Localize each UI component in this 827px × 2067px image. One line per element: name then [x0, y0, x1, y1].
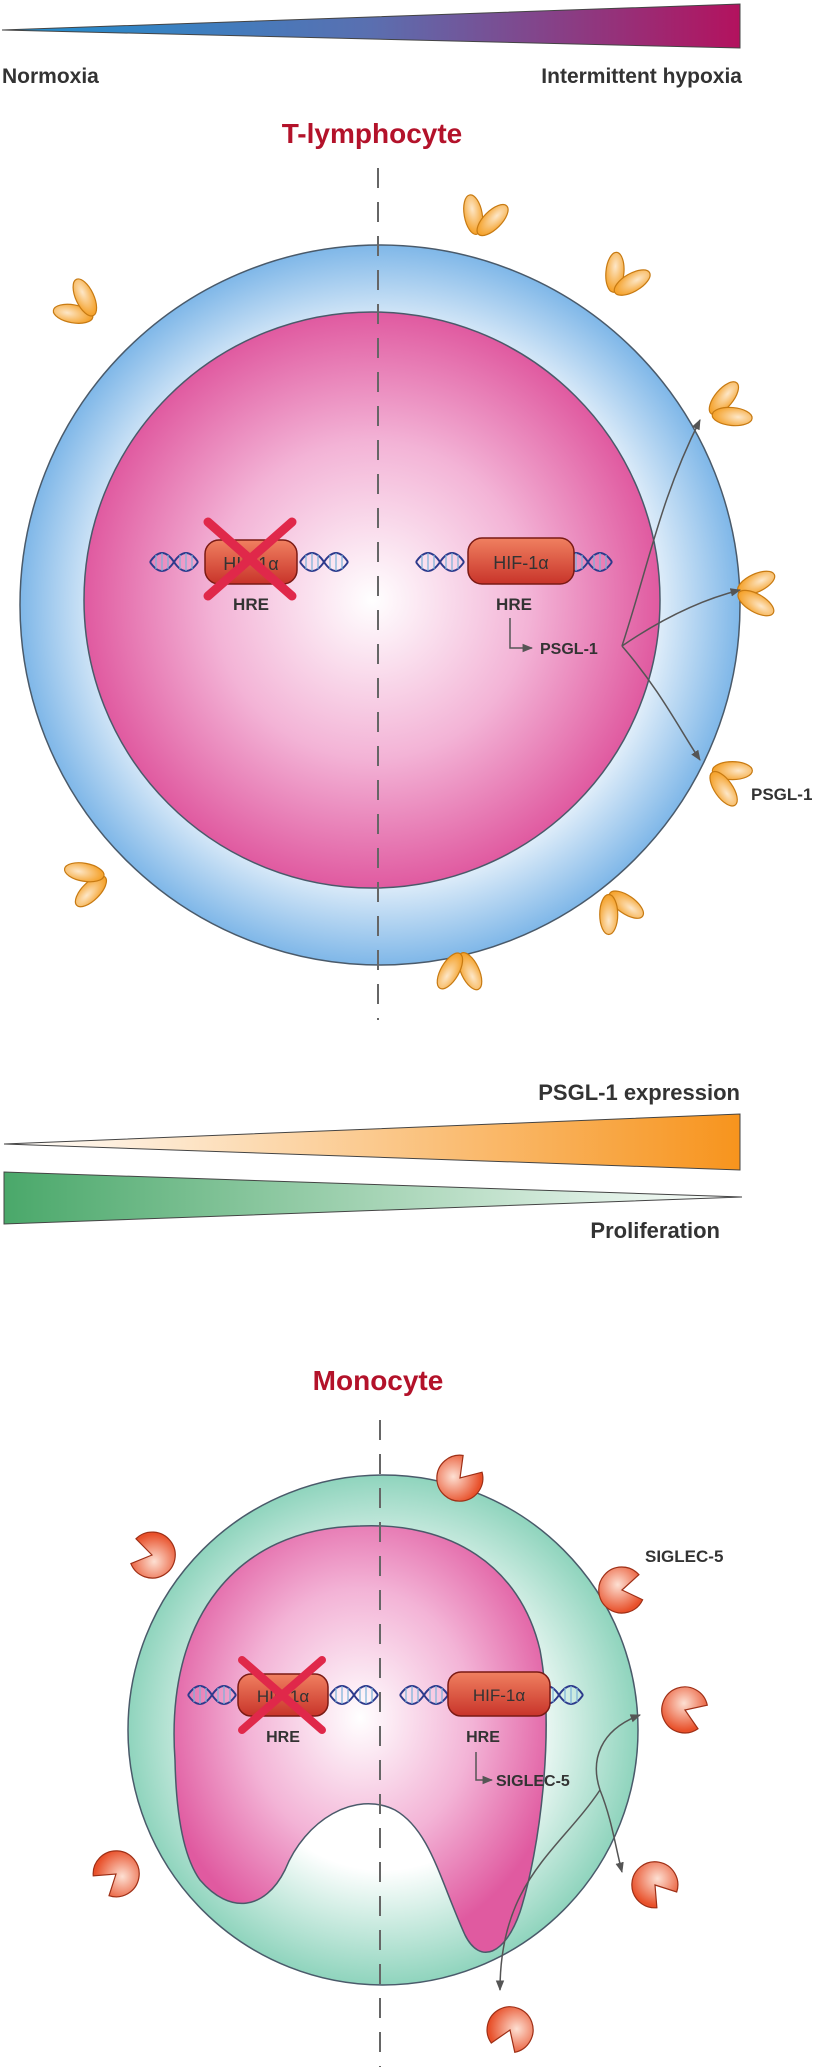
- psgl1-receptor-icon: [45, 268, 114, 340]
- siglec5-receptor-icon: [120, 1523, 185, 1588]
- red-cross-icon: [203, 517, 297, 601]
- hre-label-right: HRE: [466, 1729, 500, 1746]
- siglec5-receptor-icon: [651, 1676, 718, 1743]
- normoxia-label: Normoxia: [2, 65, 99, 88]
- psgl1-target-label: PSGL-1: [540, 641, 598, 658]
- siglec5-target-label: SIGLEC-5: [496, 1773, 570, 1790]
- t-lymphocyte-title: T-lymphocyte: [282, 118, 462, 149]
- psgl1-expression-label: PSGL-1 expression: [538, 1080, 740, 1105]
- hre-label-right: HRE: [496, 595, 532, 614]
- intermittent-hypoxia-label: Intermittent hypoxia: [541, 65, 742, 88]
- hre-label-left: HRE: [266, 1729, 300, 1746]
- export-arrow: [621, 645, 701, 761]
- siglec5-receptor-icon: [624, 1854, 685, 1915]
- siglec5-receptor-icon: [477, 1996, 544, 2063]
- export-arrow: [621, 419, 701, 647]
- hre-label-left: HRE: [233, 595, 269, 614]
- psgl1-receptor-icon: [590, 245, 660, 311]
- proliferation-label: Proliferation: [590, 1218, 720, 1243]
- siglec5-receptor-icon: [86, 1843, 147, 1904]
- monocyte-cell: SIGLEC-5 HIF-1α HRE HIF-1α HRE SIGLEC-5: [86, 1420, 723, 2067]
- export-arrow: [595, 1714, 641, 1791]
- transcription-arrow: [509, 618, 534, 653]
- export-arrow: [495, 1789, 601, 1992]
- psgl1-expression-wedge: [3, 1113, 741, 1171]
- psgl1-receptor-label: PSGL-1: [751, 785, 812, 804]
- hif1a-box-active: [447, 1671, 551, 1717]
- monocyte-title: Monocyte: [313, 1365, 444, 1396]
- proliferation-wedge: [3, 1171, 743, 1225]
- psgl1-receptor-icon: [695, 373, 763, 445]
- transcription-arrow: [475, 1752, 494, 1785]
- psgl1-receptor-icon: [453, 189, 516, 246]
- export-arrow: [599, 1789, 624, 1874]
- export-arrow: [621, 588, 742, 647]
- psgl1-receptor-icon: [54, 845, 120, 915]
- hif1a-label-active: HIF-1α: [493, 553, 548, 573]
- siglec5-receptor-label: SIGLEC-5: [645, 1547, 723, 1566]
- hif1a-label-active: HIF-1α: [473, 1686, 526, 1705]
- t-cell: HIF-1α HRE HIF-1α HRE PSGL-1 PSGL-1: [19, 168, 812, 1020]
- red-cross-icon: [238, 1656, 326, 1734]
- monocyte-nucleus: [173, 1525, 547, 1953]
- hif1a-box-active: [467, 537, 575, 585]
- t-cell-nucleus: [83, 311, 661, 889]
- oxygen-gradient-wedge: [1, 3, 741, 49]
